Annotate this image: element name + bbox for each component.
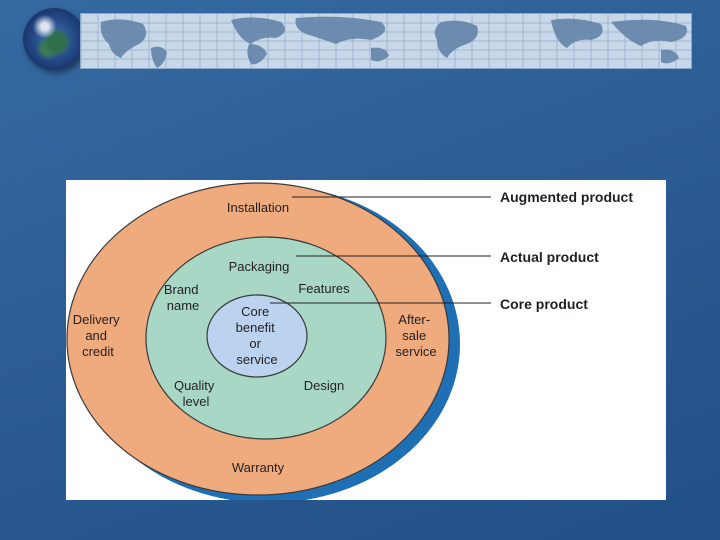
label-delivery-credit: Delivery and credit <box>73 312 124 359</box>
label-installation: Installation <box>227 200 289 215</box>
label-core-benefit: Core benefit or service <box>236 304 279 367</box>
label-after-sale-service: After- sale service <box>395 312 436 359</box>
label-brand-name: Brand name <box>164 282 202 313</box>
label-warranty: Warranty <box>232 460 285 475</box>
globe-logo-icon <box>23 8 85 70</box>
label-features: Features <box>298 281 350 296</box>
label-design: Design <box>304 378 344 393</box>
product-levels-diagram: Installation Warranty Delivery and credi… <box>66 180 666 500</box>
core-product-circle <box>206 294 308 378</box>
legend-augmented-product: Augmented product <box>500 189 633 205</box>
world-map-banner <box>80 13 692 69</box>
label-quality-level: Quality level <box>174 378 218 409</box>
legend-actual-product: Actual product <box>500 249 599 265</box>
legend-core-product: Core product <box>500 296 588 312</box>
label-packaging: Packaging <box>229 259 290 274</box>
